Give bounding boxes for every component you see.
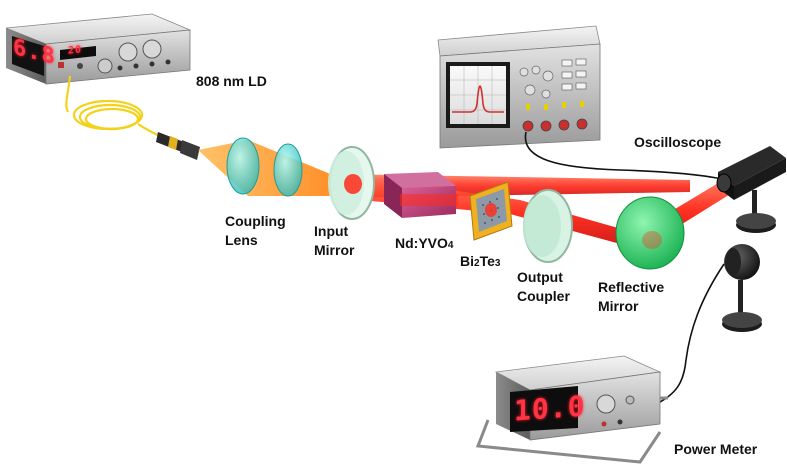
- label-oscilloscope: Oscilloscope: [634, 134, 722, 150]
- label-line: Lens: [225, 232, 258, 248]
- label-bi: Bi: [460, 253, 474, 269]
- output-coupler: [523, 189, 573, 263]
- label-crystal-main: Nd:YVO: [395, 235, 448, 251]
- label-nd-yvo4: Nd:YVO4: [395, 234, 453, 255]
- label-te: Te: [479, 253, 495, 269]
- optical-fiber: [65, 75, 169, 141]
- power-meter-device: [475, 355, 668, 464]
- ld-small-display: 20: [68, 44, 83, 57]
- fiber-connector: [156, 132, 200, 160]
- label-line: Coupling: [225, 213, 286, 229]
- photodetector: [716, 146, 786, 233]
- label-line: Coupler: [517, 288, 570, 304]
- power-meter-head: [722, 244, 762, 332]
- label-bi2te3: Bi2Te3: [460, 252, 500, 273]
- label-te-sub: 3: [494, 258, 501, 269]
- input-mirror: [328, 146, 375, 220]
- label-coupling-lens: Coupling Lens: [225, 212, 286, 250]
- label-reflective-mirror: Reflective Mirror: [598, 278, 664, 316]
- label-line: Reflective: [598, 279, 665, 295]
- pump-beam: [198, 140, 340, 196]
- label-crystal-sub: 4: [447, 240, 454, 251]
- oscilloscope-cable: [524, 131, 727, 181]
- label-line: Mirror: [598, 298, 639, 314]
- nd-yvo4-crystal: [384, 172, 458, 218]
- label-output-coupler: Output Coupler: [517, 268, 570, 306]
- reflective-mirror: [615, 196, 685, 270]
- coupling-lens: [226, 137, 303, 197]
- label-808nm-ld: 808 nm LD: [196, 73, 267, 89]
- power-meter-cable: [659, 263, 725, 403]
- oscilloscope-device: [437, 25, 601, 149]
- oscilloscope-trace: [452, 85, 504, 113]
- bi2te3-saturable-absorber: [469, 181, 513, 241]
- label-line: Input: [314, 223, 349, 239]
- laser-diode-driver: [5, 13, 191, 85]
- label-input-mirror: Input Mirror: [314, 222, 354, 260]
- label-line: Output: [517, 269, 563, 285]
- label-bi-sub: 2: [474, 258, 480, 269]
- label-power-meter: Power Meter: [674, 441, 758, 457]
- power-meter-display: 10.0: [514, 389, 586, 428]
- label-line: Mirror: [314, 242, 355, 258]
